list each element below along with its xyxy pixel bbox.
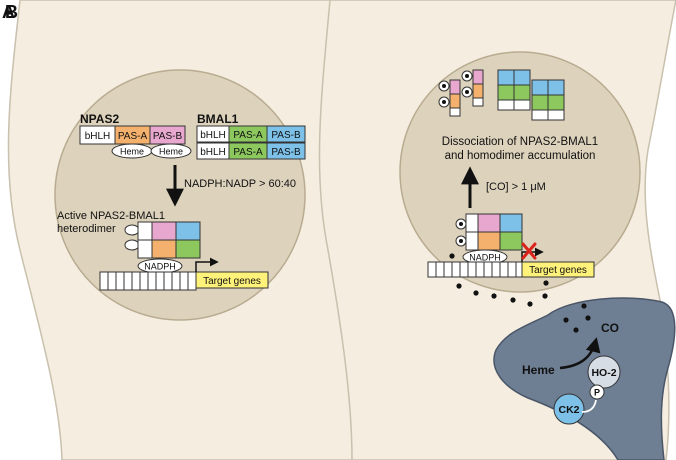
ratio-label: NADPH:NADP > 60:40 xyxy=(184,178,296,190)
target-label-left: Target genes xyxy=(203,276,261,287)
glial-process xyxy=(493,297,676,460)
heme-small-2 xyxy=(124,239,140,251)
heme-dot-6-core xyxy=(459,239,463,243)
bmal1-pas-b-2 xyxy=(266,142,306,160)
npas2-pas-b-label: PAS-B xyxy=(153,131,183,142)
npas2-monomer-a xyxy=(449,79,461,95)
heme-label-2: Heme xyxy=(159,147,183,157)
npas2-bhlh-label: bHLH xyxy=(85,131,111,142)
dimer-r-block-6 xyxy=(499,231,523,251)
dimer-block-2 xyxy=(151,221,177,241)
heme-dot-5-core xyxy=(459,222,463,226)
bmal1-homodimer-1-a xyxy=(497,69,515,86)
panel-label-a: A xyxy=(2,2,15,22)
co-molecules xyxy=(449,253,549,307)
bmal1-homodimer-1-d xyxy=(513,84,531,101)
heme-dot-2-core xyxy=(442,100,446,104)
active-label-line1: Active NPAS2-BMAL1 xyxy=(57,210,165,222)
bmal1-homodimer-2-b xyxy=(547,79,565,96)
target-box-right xyxy=(521,261,595,278)
dissociation-line2: and homodimer accumulation xyxy=(445,150,596,162)
inhibit-x-icon xyxy=(521,242,537,260)
target-box-left xyxy=(195,271,269,289)
heme-dot-3-core xyxy=(465,74,469,78)
dimer-r-block-4 xyxy=(465,231,479,251)
bmal1-homodimer-2-c xyxy=(531,94,549,111)
npas2-pas-a-label: PAS-A xyxy=(118,131,148,142)
dimer-r-block-1 xyxy=(465,213,479,233)
ho2-enzyme xyxy=(587,355,621,389)
dimer-r-block-3 xyxy=(499,213,523,233)
heme-dot-4-core xyxy=(465,90,469,94)
bmal1-homodimer-2-f xyxy=(547,109,565,121)
co-molecules-glia xyxy=(563,303,591,333)
dimer-r-block-2 xyxy=(477,213,501,233)
bmal1-bhlh-label-2: bHLH xyxy=(200,147,226,158)
dimer-block-4 xyxy=(137,239,153,259)
npas2-monomer-b-2 xyxy=(472,83,484,99)
bmal1-homodimer-2-a xyxy=(531,79,549,96)
ck2-kinase xyxy=(553,393,585,425)
heme-label-1: Heme xyxy=(120,147,144,157)
dna-left-ticks xyxy=(107,272,189,290)
bmal1-homodimer-1-f xyxy=(513,99,531,111)
phospho-label: P xyxy=(594,388,600,398)
bmal1-pas-b-1 xyxy=(266,125,306,143)
bmal1-pas-b-label-1: PAS-B xyxy=(271,130,301,141)
bmal1-homodimer-2-d xyxy=(547,94,565,111)
bmal1-homodimer-1-e xyxy=(497,99,515,111)
bmal1-pas-a-label-1: PAS-A xyxy=(233,130,263,141)
co-label: CO xyxy=(601,321,619,335)
heme-label-glia: Heme xyxy=(522,363,555,377)
dimer-block-3 xyxy=(175,221,201,241)
bmal1-title: BMAL1 xyxy=(197,112,239,126)
bmal1-pas-b-label-2: PAS-B xyxy=(271,147,301,158)
bmal1-homodimer-2-e xyxy=(531,109,549,121)
dimer-block-5 xyxy=(151,239,177,259)
npas2-title: NPAS2 xyxy=(80,112,119,126)
bmal1-homodimer-1-c xyxy=(497,84,515,101)
active-label-line2: heterodimer xyxy=(57,223,116,235)
ck2-to-p-arrow xyxy=(581,399,597,413)
nadph-label-right: NADPH xyxy=(469,253,501,263)
phospho-badge xyxy=(589,384,605,400)
heme-to-co-arrow xyxy=(559,337,601,370)
dimer-r-block-5 xyxy=(477,231,501,251)
panel-label-b: B xyxy=(5,2,18,22)
bmal1-homodimer-1-b xyxy=(513,69,531,86)
npas2-monomer-b-3 xyxy=(472,97,484,107)
dimer-block-1 xyxy=(137,221,153,241)
tss-arrow-left xyxy=(195,257,219,272)
ck2-label: CK2 xyxy=(558,404,579,416)
heme-dot-1-core xyxy=(442,84,446,88)
target-label-right: Target genes xyxy=(529,265,587,276)
heme-ellipse-2 xyxy=(150,143,192,159)
npas2-monomer-b xyxy=(472,69,484,85)
heme-small-1 xyxy=(124,224,140,236)
dissociation-line1: Dissociation of NPAS2-BMAL1 xyxy=(442,136,598,148)
dna-right-ticks xyxy=(435,262,517,277)
ho2-label: HO-2 xyxy=(591,367,616,379)
dimer-block-6 xyxy=(175,239,201,259)
nadph-label-left: NADPH xyxy=(144,262,176,272)
bmal1-bhlh-label-1: bHLH xyxy=(200,130,226,141)
co-threshold-label: [CO] > 1 μM xyxy=(486,181,546,193)
npas2-monomer-a-2 xyxy=(449,93,461,109)
bmal1-pas-a-label-2: PAS-A xyxy=(233,147,263,158)
npas2-monomer-a-3 xyxy=(449,107,461,117)
